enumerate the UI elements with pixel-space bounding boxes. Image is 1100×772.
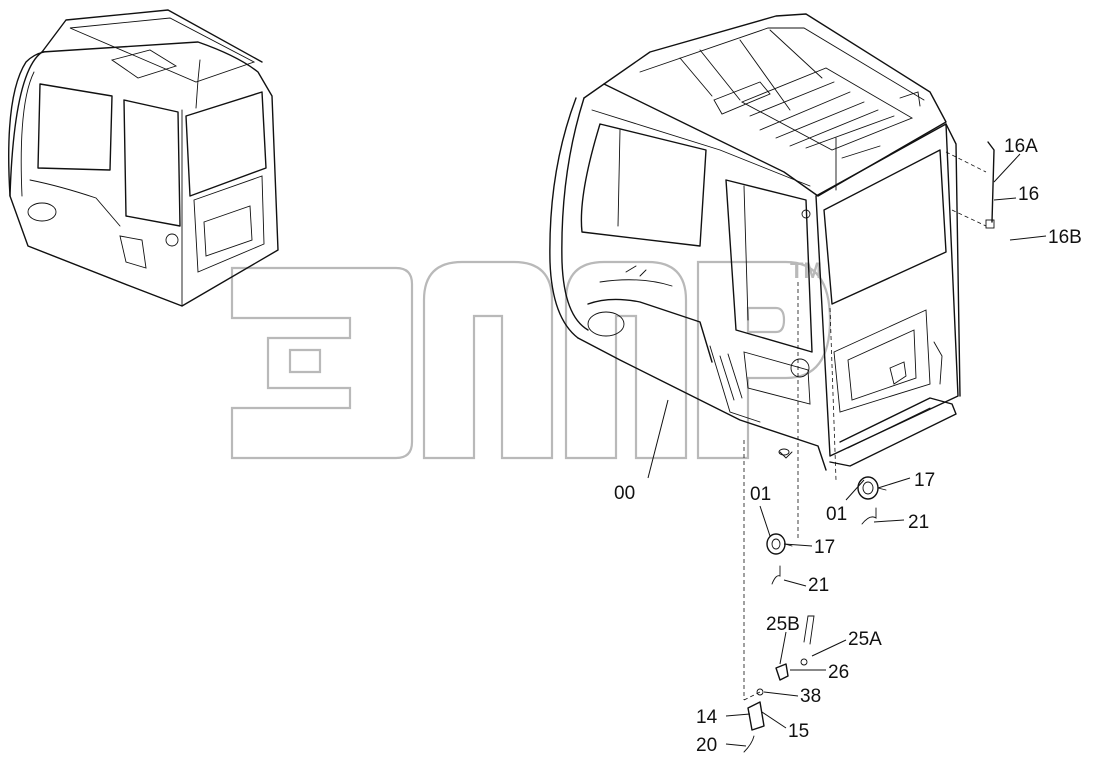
- label-21-upper: 21: [908, 512, 929, 533]
- cab-assembly-drawing: [549, 13, 961, 471]
- lamp-upper-part: [857, 476, 887, 500]
- label-01-lower: 01: [750, 484, 771, 505]
- assembly-lines: [743, 282, 837, 701]
- label-26: 26: [828, 662, 849, 683]
- label-16A: 16A: [1004, 136, 1038, 157]
- label-15: 15: [788, 721, 809, 742]
- label-17-lower: 17: [814, 537, 835, 558]
- label-20: 20: [696, 735, 717, 756]
- cab-overview-drawing: [8, 9, 279, 307]
- callout-labels: 00 01 01 14 15 16 16A 16B 17 17 20 21 21…: [614, 136, 1082, 756]
- label-14: 14: [696, 707, 718, 728]
- watermark-logo: TM: [230, 258, 832, 460]
- label-00: 00: [614, 483, 635, 504]
- label-16: 16: [1018, 184, 1039, 205]
- leader-lines: [647, 153, 1047, 747]
- label-01-upper: 01: [826, 504, 847, 525]
- label-38: 38: [800, 686, 821, 707]
- label-17-upper: 17: [914, 470, 935, 491]
- label-25B: 25B: [766, 614, 800, 635]
- antenna-part: [945, 141, 995, 229]
- label-21-lower: 21: [808, 575, 829, 596]
- bracket-parts: [743, 615, 815, 753]
- label-25A: 25A: [848, 629, 882, 650]
- watermark-tm: TM: [790, 258, 822, 283]
- label-16B: 16B: [1048, 227, 1082, 248]
- wire-harness-part: [771, 507, 877, 585]
